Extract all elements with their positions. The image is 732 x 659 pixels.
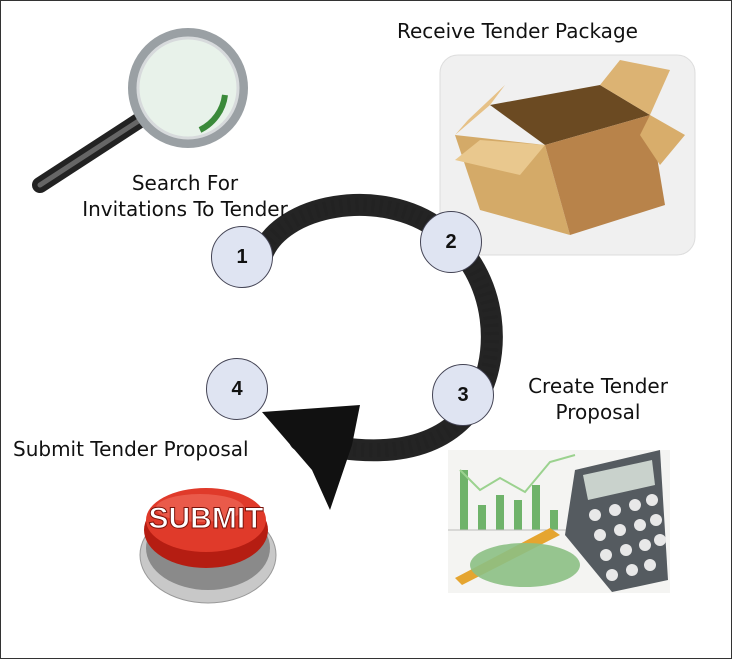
arrow-head (262, 405, 360, 510)
label-search-line1: Search For (131, 171, 239, 195)
cycle-arrow (251, 193, 503, 510)
step-4-badge: 4 (206, 358, 268, 420)
submit-button-text: SUBMIT (149, 502, 264, 535)
label-submit: Submit Tender Proposal (13, 437, 249, 461)
label-search: Search For Invitations To Tender (60, 170, 310, 222)
red-submit-button-icon: SUBMIT (139, 488, 277, 604)
label-search-line2: Invitations To Tender (82, 197, 288, 221)
calculator (565, 450, 668, 592)
charts-and-calculator-icon (448, 450, 670, 593)
step-3-badge: 3 (432, 364, 494, 426)
label-receive: Receive Tender Package (397, 19, 638, 43)
label-create-line1: Create Tender (528, 374, 668, 398)
step-2-badge: 2 (420, 211, 482, 273)
open-box-icon (439, 54, 696, 256)
label-create-line2: Proposal (555, 400, 641, 424)
label-create: Create Tender Proposal (518, 373, 678, 425)
magnifying-glass-icon (32, 28, 248, 193)
step-1-badge: 1 (211, 226, 273, 288)
